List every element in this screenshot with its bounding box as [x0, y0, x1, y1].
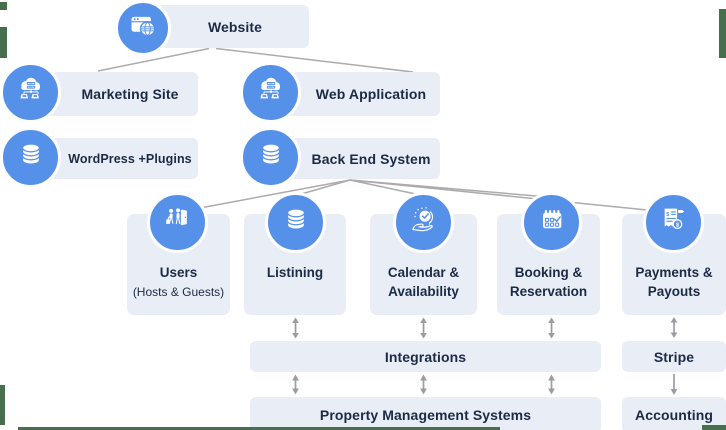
node-accounting-label: Accounting	[635, 407, 713, 423]
users-circle	[147, 192, 208, 253]
svg-text:$: $	[676, 222, 679, 228]
website-circle	[115, 0, 171, 56]
node-wordpress-plugins-label: WordPress +Plugins	[68, 151, 192, 166]
calendar-availability-circle	[393, 192, 454, 253]
node-accounting: Accounting	[622, 397, 726, 430]
edge-artifact	[18, 427, 500, 430]
back-end-system-circle	[240, 127, 301, 188]
node-payments-payouts-label: Payments & Payouts	[635, 265, 713, 299]
edge-artifact	[702, 425, 726, 430]
node-website: Website	[147, 5, 309, 48]
node-back-end-system-label: Back End System	[311, 150, 431, 167]
node-wordpress-plugins: WordPress +Plugins	[42, 138, 198, 179]
node-web-application: Web Application	[282, 72, 440, 116]
node-web-application-label: Web Application	[315, 86, 427, 102]
payments-payouts-circle: $ $	[643, 192, 704, 253]
marketing-site-circle	[0, 62, 61, 123]
node-calendar-availability-label: Calendar & Availability	[387, 265, 460, 299]
receipt-dollar-icon: $ $	[655, 201, 693, 244]
node-users-label: Users	[159, 265, 198, 280]
calendar-check-icon	[533, 201, 571, 244]
node-listining-label: Listining	[266, 265, 324, 280]
wordpress-plugins-circle	[0, 127, 61, 188]
node-property-management-systems: Property Management Systems	[250, 397, 601, 430]
edge-artifact	[0, 385, 5, 425]
database-icon	[254, 138, 288, 177]
web-application-circle	[240, 62, 301, 123]
node-marketing-site-label: Marketing Site	[81, 86, 179, 102]
browser-globe-icon	[127, 10, 159, 47]
listining-circle	[265, 192, 326, 253]
node-marketing-site: Marketing Site	[42, 72, 198, 116]
node-booking-reservation-label: Booking & Reservation	[509, 265, 588, 299]
edge-artifact	[0, 2, 7, 10]
database-icon	[279, 203, 313, 242]
booking-reservation-circle	[521, 192, 582, 253]
svg-text:$: $	[666, 212, 669, 218]
node-users-sublabel: (Hosts & Guests)	[132, 284, 225, 299]
edge-artifact	[0, 27, 7, 58]
node-website-label: Website	[207, 18, 263, 35]
node-property-management-systems-label: Property Management Systems	[319, 407, 532, 423]
node-stripe-label: Stripe	[653, 348, 695, 365]
cloud-server-icon	[13, 72, 49, 113]
node-integrations-label: Integrations	[384, 348, 467, 365]
hand-clock-check-icon	[405, 201, 443, 244]
travelers-door-icon	[160, 202, 196, 243]
cloud-server-icon	[253, 72, 289, 113]
database-icon	[14, 138, 48, 177]
node-back-end-system: Back End System	[282, 138, 440, 179]
edge-artifact	[719, 9, 726, 58]
node-stripe: Stripe	[622, 341, 726, 372]
node-integrations: Integrations	[250, 341, 601, 372]
